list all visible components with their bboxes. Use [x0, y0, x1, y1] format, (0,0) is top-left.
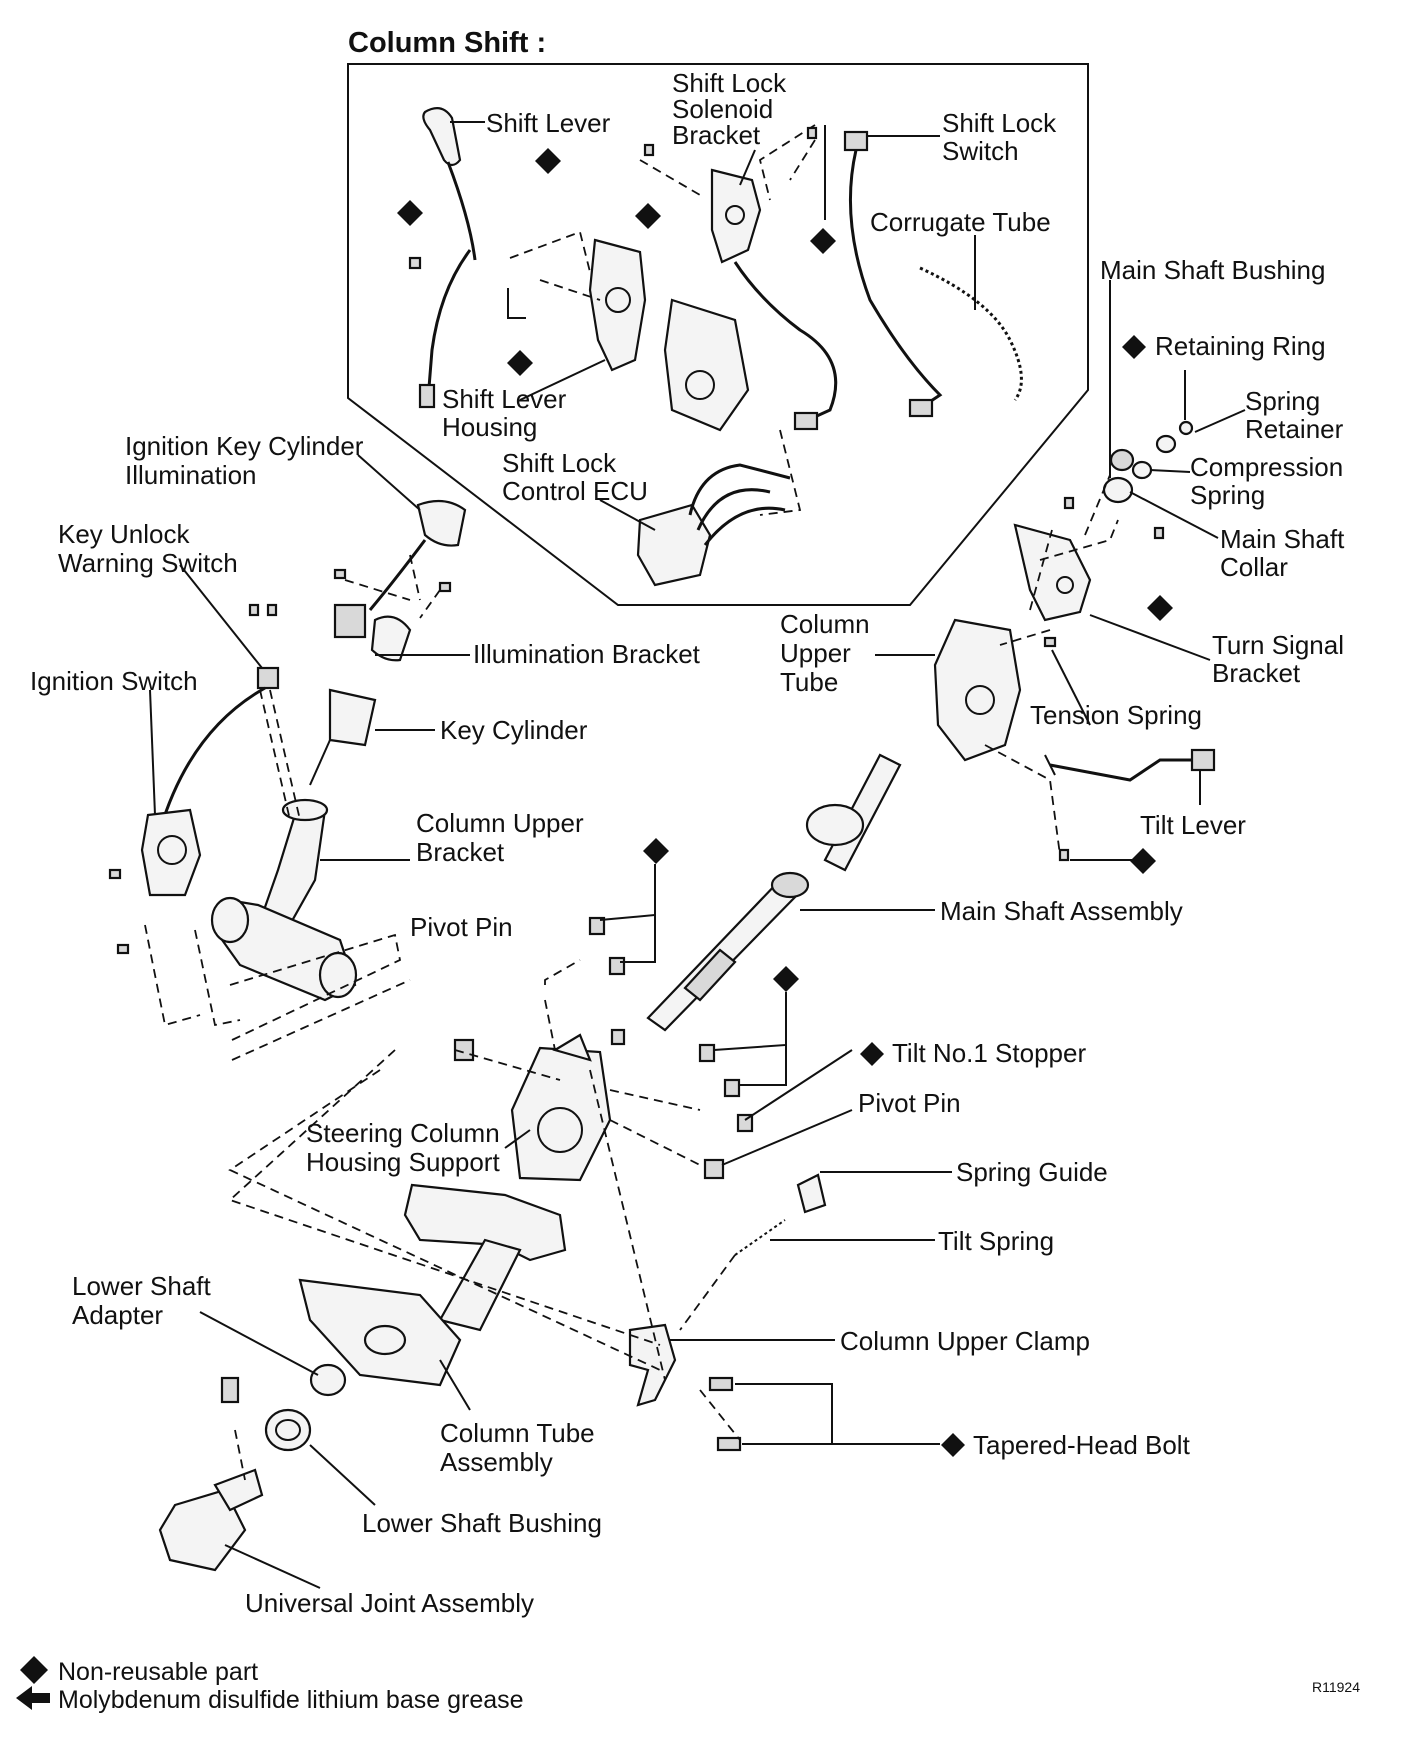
label-column-upper-tube-1: Column [780, 609, 870, 639]
key-cylinder-part [309, 688, 377, 786]
legend-non-reusable-symbol [20, 1656, 48, 1684]
label-steering-column-housing-support-1: Steering Column [306, 1118, 500, 1148]
label-key-unlock-warning-switch-2: Warning Switch [58, 548, 238, 578]
column-upper-bracket-part [210, 798, 358, 1002]
ignition-switch-part [140, 808, 202, 897]
label-ignition-key-cylinder-illumination-2: Illumination [125, 460, 257, 490]
fastener-marks [108, 126, 1165, 1098]
label-ignition-key-cylinder-illumination-1: Ignition Key Cylinder [125, 431, 364, 461]
label-main-shaft-bushing: Main Shaft Bushing [1100, 255, 1325, 285]
label-illumination-bracket: Illumination Bracket [473, 639, 701, 669]
label-leader-lines [149, 121, 1246, 1589]
label-pivot-pin-right: Pivot Pin [858, 1088, 961, 1118]
column-tube-assembly-part [298, 1183, 567, 1387]
label-corrugate-tube: Corrugate Tube [870, 207, 1051, 237]
label-shift-lock-switch-1: Shift Lock [942, 108, 1057, 138]
non-reusable-markers [397, 148, 1173, 992]
legend-grease-symbol [16, 1686, 50, 1710]
label-main-shaft-assembly: Main Shaft Assembly [940, 896, 1183, 926]
label-shift-lock-solenoid-bracket-3: Bracket [672, 120, 761, 150]
label-ignition-switch: Ignition Switch [30, 666, 198, 696]
label-tilt-no1-stopper: Tilt No.1 Stopper [892, 1038, 1086, 1068]
label-shift-lock-control-ecu-2: Control ECU [502, 476, 648, 506]
label-key-unlock-warning-switch-1: Key Unlock [58, 519, 190, 549]
tilt-no1-stopper-part [736, 1113, 754, 1133]
shift-lever-part [418, 107, 477, 409]
label-column-tube-assembly-2: Assembly [440, 1447, 553, 1477]
corrugate-tube-part [919, 266, 1023, 401]
label-turn-signal-bracket-1: Turn Signal [1212, 630, 1344, 660]
label-main-shaft-collar-2: Collar [1220, 552, 1288, 582]
label-compression-spring-2: Spring [1190, 480, 1265, 510]
steering-column-housing-support-part [510, 1033, 612, 1182]
label-spring-retainer-2: Retainer [1245, 414, 1344, 444]
label-column-upper-tube-2: Upper [780, 638, 851, 668]
label-column-upper-tube-3: Tube [780, 667, 838, 697]
label-spring-guide: Spring Guide [956, 1157, 1108, 1187]
legend-grease-text: Molybdenum disulfide lithium base grease [58, 1686, 524, 1714]
tilt-spring-part [734, 1219, 786, 1256]
label-lower-shaft-adapter-2: Adapter [72, 1300, 163, 1330]
label-shift-lock-solenoid-bracket-2: Solenoid [672, 94, 773, 124]
label-main-shaft-collar-1: Main Shaft [1220, 524, 1345, 554]
label-tilt-lever: Tilt Lever [1140, 810, 1246, 840]
label-shift-lever: Shift Lever [486, 108, 611, 138]
label-column-tube-assembly-1: Column Tube [440, 1418, 595, 1448]
label-pivot-pin-left: Pivot Pin [410, 912, 513, 942]
shift-lock-control-ecu-part [636, 463, 791, 587]
label-shift-lock-solenoid-bracket-1: Shift Lock [672, 68, 787, 98]
tilt-lever-part [1044, 748, 1216, 782]
pivot-pin-right-part [703, 1158, 725, 1180]
label-spring-retainer-1: Spring [1245, 386, 1320, 416]
universal-joint-assembly-part [158, 1376, 264, 1572]
key-unlock-warning-switch-part [158, 666, 280, 831]
label-retaining-ring: Retaining Ring [1155, 331, 1326, 361]
label-tilt-spring: Tilt Spring [938, 1226, 1054, 1256]
label-key-cylinder: Key Cylinder [440, 715, 588, 745]
diagram-title: Column Shift : [348, 27, 546, 59]
ignition-key-cylinder-illumination-part [333, 499, 467, 662]
label-steering-column-housing-support-2: Housing Support [306, 1147, 500, 1177]
label-column-upper-bracket-2: Bracket [416, 837, 505, 867]
shift-lock-solenoid-bracket-part [710, 168, 838, 431]
shift-lock-switch-part [843, 130, 943, 418]
spring-guide-part [796, 1173, 827, 1214]
figure-code: R11924 [1312, 1679, 1360, 1695]
column-shift-inset-frame [347, 63, 1089, 606]
tapered-head-bolts-part [708, 1376, 742, 1452]
label-turn-signal-bracket-2: Bracket [1212, 658, 1301, 688]
assembly-dashed-lines [144, 474, 1119, 1481]
inset-dashed-leaders [507, 124, 826, 516]
legend: Non-reusable part Molybdenum disulfide l… [16, 1656, 524, 1714]
label-column-upper-bracket-1: Column Upper [416, 808, 584, 838]
main-shaft-bushing-stack-part [1102, 420, 1194, 504]
main-shaft-assembly-part [646, 753, 902, 1032]
label-lower-shaft-bushing: Lower Shaft Bushing [362, 1508, 602, 1538]
retaining-ring-nonreusable-mark [1122, 335, 1146, 359]
label-shift-lever-housing-2: Housing [442, 412, 537, 442]
tilt-no1-stopper-nonreusable-mark [860, 1042, 884, 1066]
lower-shaft-bushing-part [264, 1408, 312, 1452]
label-shift-lever-housing-1: Shift Lever [442, 384, 567, 414]
label-tapered-head-bolt: Tapered-Head Bolt [973, 1430, 1191, 1460]
legend-non-reusable-text: Non-reusable part [58, 1658, 258, 1686]
label-compression-spring-1: Compression [1190, 452, 1343, 482]
tapered-head-bolt-nonreusable-mark [941, 1433, 965, 1457]
turn-signal-bracket-part [1013, 523, 1092, 622]
label-lower-shaft-adapter-1: Lower Shaft [72, 1271, 212, 1301]
label-column-upper-clamp: Column Upper Clamp [840, 1326, 1090, 1356]
shift-lever-housing-part [588, 238, 750, 432]
lower-shaft-adapter-part [309, 1363, 347, 1397]
column-upper-clamp-part [628, 1323, 677, 1407]
column-upper-tube-part [933, 618, 1022, 762]
label-shift-lock-switch-2: Switch [942, 136, 1019, 166]
label-tension-spring: Tension Spring [1030, 700, 1202, 730]
label-universal-joint-assembly: Universal Joint Assembly [245, 1588, 534, 1618]
label-shift-lock-control-ecu-1: Shift Lock [502, 448, 617, 478]
